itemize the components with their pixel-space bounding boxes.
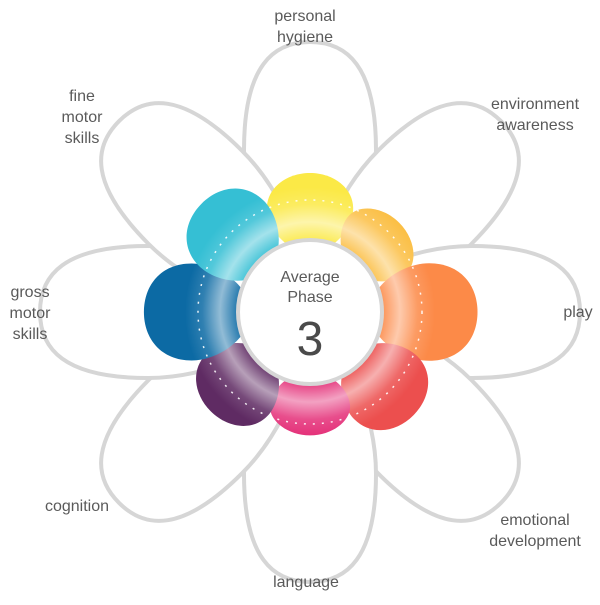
label-language: language — [273, 574, 339, 591]
center-value: 3 — [296, 313, 324, 366]
center-title: Average Phase — [280, 269, 340, 306]
label-fine-motor-skills: fine motor skills — [61, 88, 103, 147]
label-play: play — [563, 304, 593, 321]
label-environment-awareness: environment awareness — [490, 96, 580, 134]
label-emotional-development: emotional development — [489, 512, 581, 550]
center-circle — [236, 238, 384, 386]
label-personal-hygiene: personal hygiene — [274, 8, 336, 46]
label-gross-motor-skills: gross motor skills — [9, 284, 51, 343]
center-readout: Average Phase 3 — [236, 238, 384, 386]
label-cognition: cognition — [44, 498, 110, 515]
ring-dots — [197, 199, 423, 425]
